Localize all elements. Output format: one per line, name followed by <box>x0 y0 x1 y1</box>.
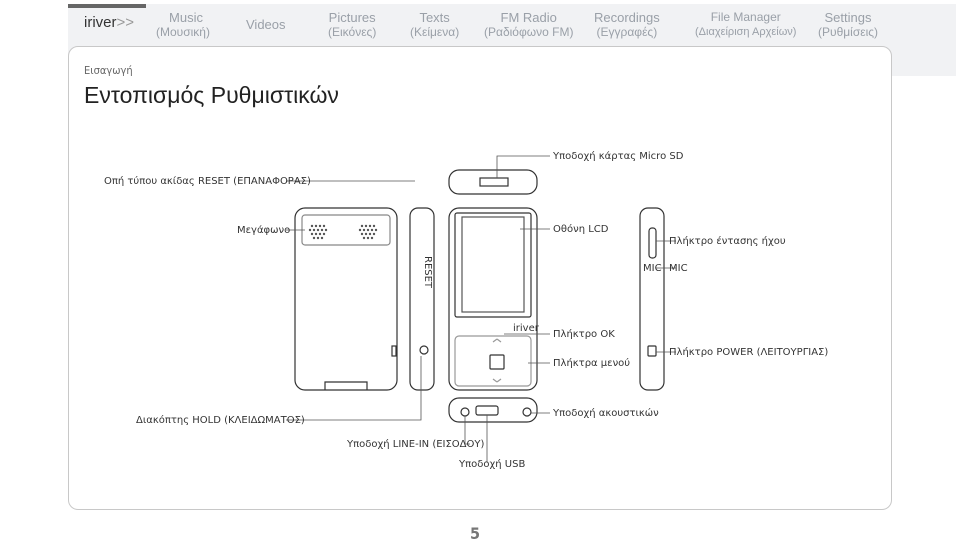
label-menu: Πλήκτρα μενού <box>553 357 630 369</box>
page-number: 5 <box>470 524 481 543</box>
label-volume: Πλήκτρο έντασης ήχου <box>669 235 786 247</box>
tab-texts[interactable]: Texts(Κείμενα) <box>410 10 460 39</box>
speaker-grilles <box>308 224 378 240</box>
tab-music[interactable]: Music(Μουσική) <box>156 10 210 39</box>
label-speaker: Μεγάφωνο <box>237 224 290 236</box>
tab-settings[interactable]: Settings(Ρυθμίσεις) <box>818 10 879 39</box>
label-headphones: Υποδοχή ακουστικών <box>552 407 659 419</box>
breadcrumb: Εισαγωγή <box>84 64 133 77</box>
micro-sd-slot <box>479 177 509 187</box>
device-back-view <box>294 207 398 391</box>
device-left-side-view <box>409 207 435 391</box>
nav-bar-edge <box>906 44 956 76</box>
label-usb: Υποδοχή USB <box>458 458 525 470</box>
active-tab-indicator <box>68 4 146 8</box>
tab-file-manager[interactable]: File Manager(Διαχείριση Αρχείων) <box>695 10 797 38</box>
tab-fm-radio[interactable]: FM Radio(Ραδιόφωνο FM) <box>484 10 574 39</box>
brand-arrows: >> <box>116 14 135 31</box>
device-right-side-view <box>639 207 665 391</box>
label-hold: Διακόπτης HOLD (ΚΛΕΙΔΩΜΑΤΟΣ) <box>136 414 305 426</box>
label-power: Πλήκτρο POWER (ΛΕΙΤΟΥΡΓΙΑΣ) <box>669 346 828 358</box>
tab-videos[interactable]: Videos <box>246 17 286 32</box>
label-line-in: Υποδοχή LINE-IN (ΕΙΣΟΔΟΥ) <box>346 438 484 450</box>
label-lcd: Οθόνη LCD <box>553 223 609 235</box>
device-bottom-view <box>448 397 538 423</box>
label-mic: MIC <box>669 263 688 274</box>
label-ok: Πλήκτρο OK <box>553 328 615 340</box>
device-logo: iriver <box>513 323 540 334</box>
tab-recordings[interactable]: Recordings(Εγγραφές) <box>594 10 660 39</box>
brand-logo[interactable]: iriver>> <box>84 14 135 31</box>
device-front-view <box>448 207 538 391</box>
tab-pictures[interactable]: Pictures(Εικόνες) <box>328 10 377 39</box>
page-title: Εντοπισμός Ρυθμιστικών <box>84 82 339 108</box>
mic-marking: MIC <box>643 263 662 274</box>
label-reset: Οπή τύπου ακίδας RESET (ΕΠΑΝΑΦΟΡΑΣ) <box>104 175 311 187</box>
label-micro-sd: Υποδοχή κάρτας Micro SD <box>552 150 684 162</box>
content-card <box>68 46 892 510</box>
reset-marking: RESET <box>422 256 433 289</box>
device-top-view <box>448 169 538 195</box>
